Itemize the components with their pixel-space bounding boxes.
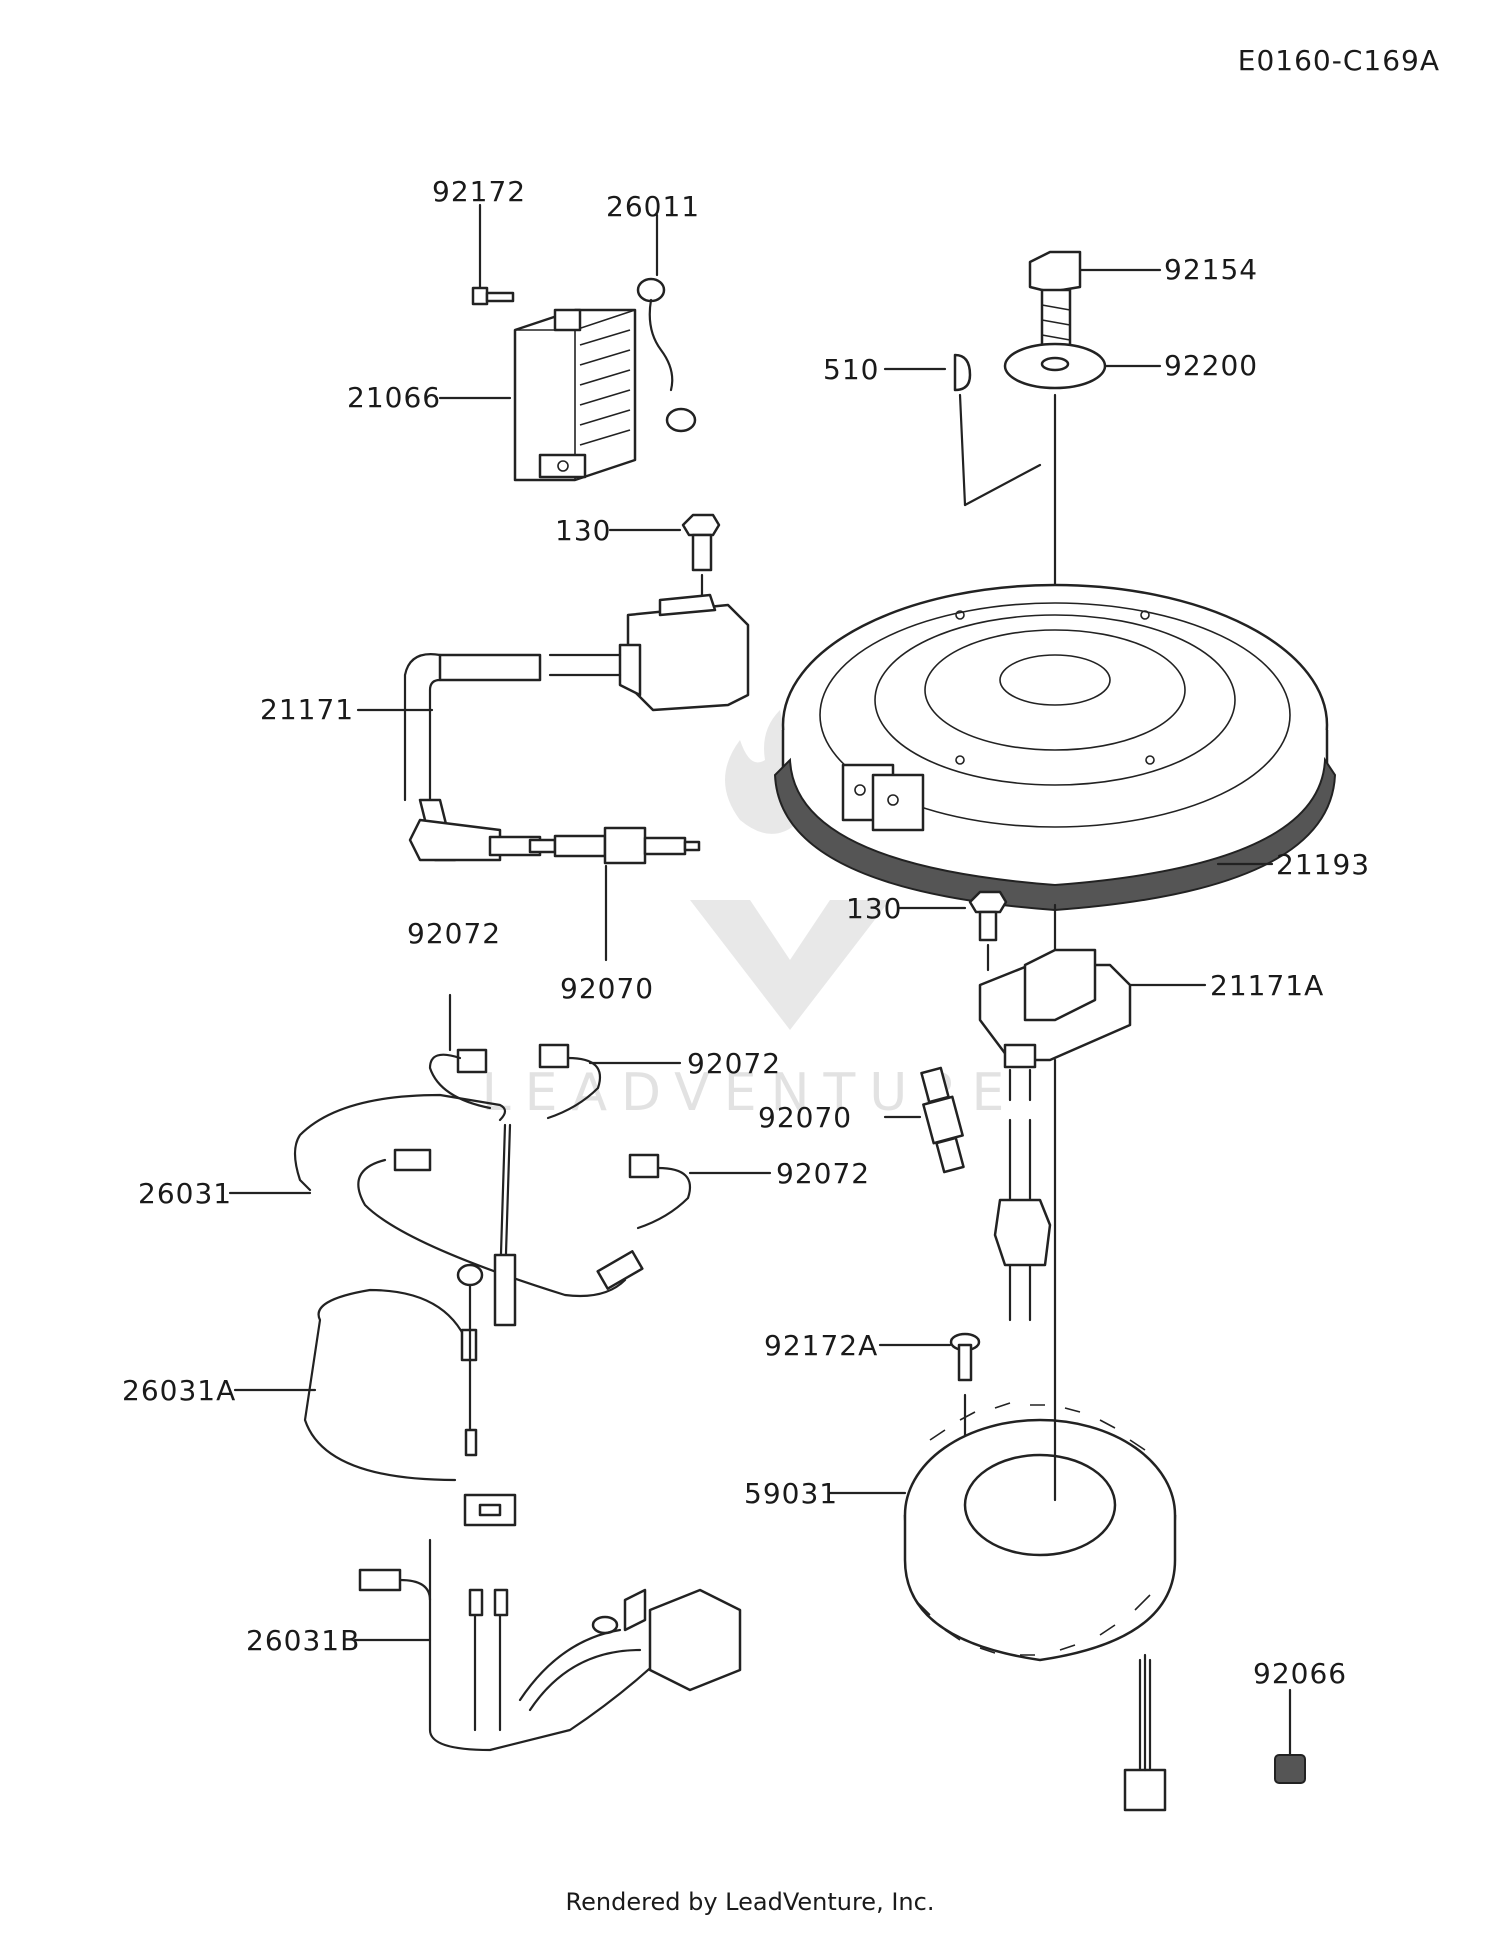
callout-26031[interactable]: 26031 (138, 1177, 233, 1210)
flywheel-21193 (773, 583, 1337, 912)
callout-21171A[interactable]: 21171A (1210, 969, 1325, 1002)
callout-130-mid[interactable]: 130 (846, 892, 903, 925)
regulator-21066 (438, 308, 637, 482)
callout-21171[interactable]: 21171 (260, 693, 355, 726)
lead-26031A (233, 1263, 517, 1527)
bolt-130-mid (898, 890, 1057, 972)
spark-plug-92070-a (528, 826, 701, 962)
callout-92070-a[interactable]: 92070 (560, 972, 655, 1005)
callout-59031[interactable]: 59031 (744, 1477, 839, 1510)
callout-92070-b[interactable]: 92070 (758, 1101, 853, 1134)
callout-92072-a[interactable]: 92072 (407, 917, 502, 950)
callout-21066[interactable]: 21066 (347, 381, 442, 414)
ignition-coil-21171 (356, 593, 750, 862)
callout-92072-b[interactable]: 92072 (687, 1047, 782, 1080)
stator-59031 (828, 1058, 1177, 1812)
callout-510[interactable]: 510 (823, 353, 880, 386)
harness-26031B (353, 1538, 742, 1752)
clamp-92072-c (628, 1153, 772, 1230)
lead-26031 (228, 1093, 644, 1327)
nut-92066 (1274, 1688, 1306, 1784)
callout-92072-c[interactable]: 92072 (776, 1157, 871, 1190)
callout-92066[interactable]: 92066 (1253, 1657, 1348, 1690)
callout-130-top[interactable]: 130 (555, 514, 612, 547)
clamp-92072-a (428, 993, 492, 1110)
key-510 (883, 353, 972, 392)
footer-credit: Rendered by LeadVenture, Inc. (565, 1888, 935, 1916)
callout-92172[interactable]: 92172 (432, 175, 527, 208)
callout-26011[interactable]: 26011 (606, 190, 701, 223)
watermark-text: LEADVENTURE (482, 1063, 1019, 1123)
screw-92172A (878, 1332, 981, 1472)
washer-92200 (1003, 342, 1162, 390)
ground-lead-26011 (636, 213, 697, 433)
callout-26031B[interactable]: 26031B (246, 1624, 361, 1657)
bolt-92154 (1028, 250, 1162, 362)
callout-92154[interactable]: 92154 (1164, 253, 1259, 286)
callout-21193[interactable]: 21193 (1276, 848, 1371, 881)
callout-26031A[interactable]: 26031A (122, 1374, 237, 1407)
diagram-code: E0160-C169A (1237, 44, 1440, 77)
ignition-coil-21171A (978, 948, 1207, 1322)
clamp-92072-b (538, 1043, 682, 1120)
callout-92172A[interactable]: 92172A (764, 1329, 879, 1362)
spark-plug-92070-b (883, 1066, 965, 1174)
bolt-130-top (608, 513, 721, 602)
callout-92200[interactable]: 92200 (1164, 349, 1259, 382)
screw-92172 (471, 203, 515, 306)
